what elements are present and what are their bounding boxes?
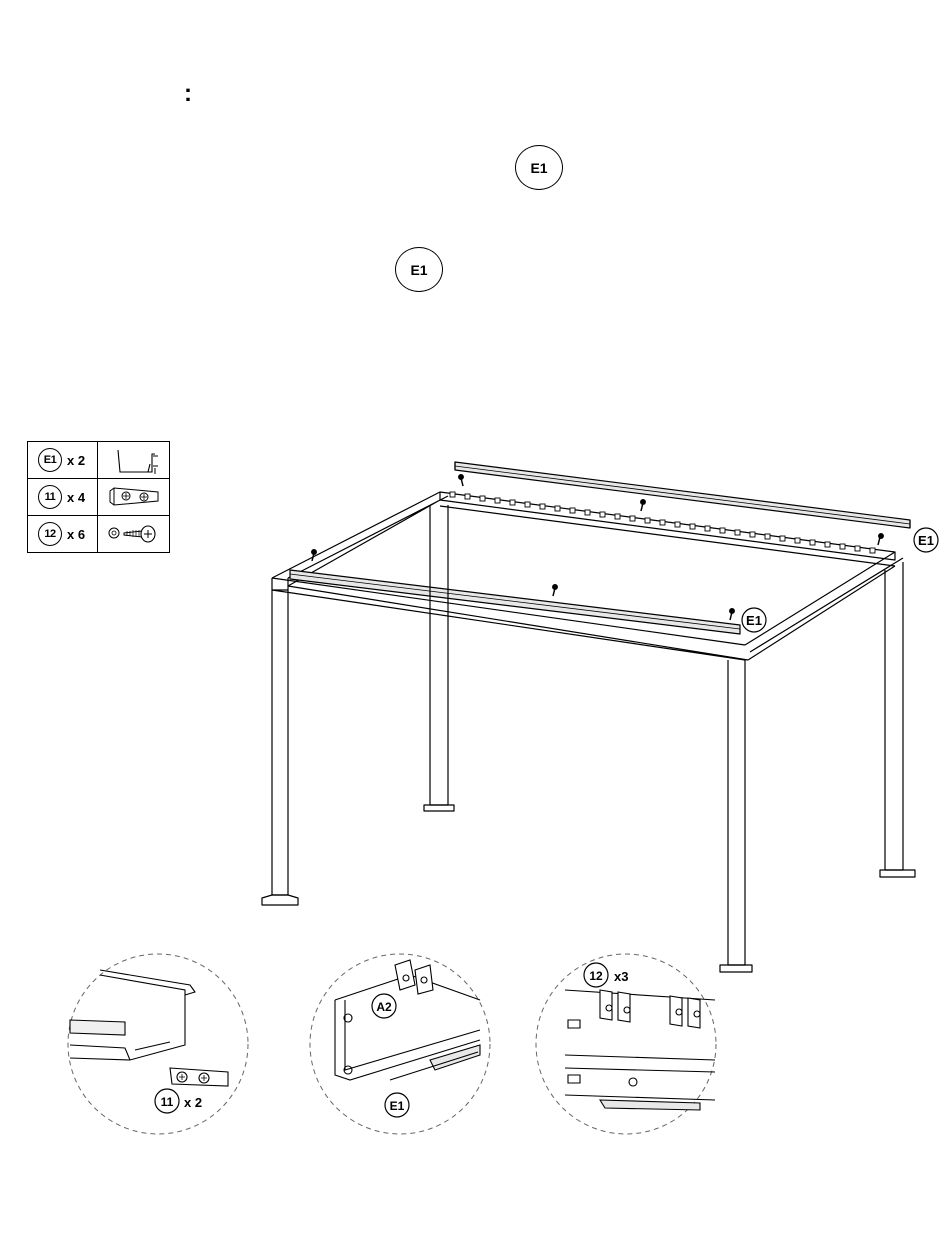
detail-view-1: 11 x 2	[68, 954, 248, 1134]
detail3-qty-label: x3	[614, 969, 628, 984]
callout-label-front-rail: E1	[746, 613, 762, 628]
detail1-qty-label: x 2	[184, 1095, 202, 1110]
detail1-part-label: 11	[161, 1095, 174, 1109]
detail2-a2-label: A2	[376, 1000, 392, 1014]
detail3-part-label: 12	[589, 969, 603, 983]
detail-view-3: 12 x3	[536, 954, 716, 1134]
detail-view-2: A2 E1	[310, 954, 490, 1134]
callout-label-back-rail: E1	[918, 533, 934, 548]
detail2-e1-label: E1	[390, 1099, 405, 1113]
